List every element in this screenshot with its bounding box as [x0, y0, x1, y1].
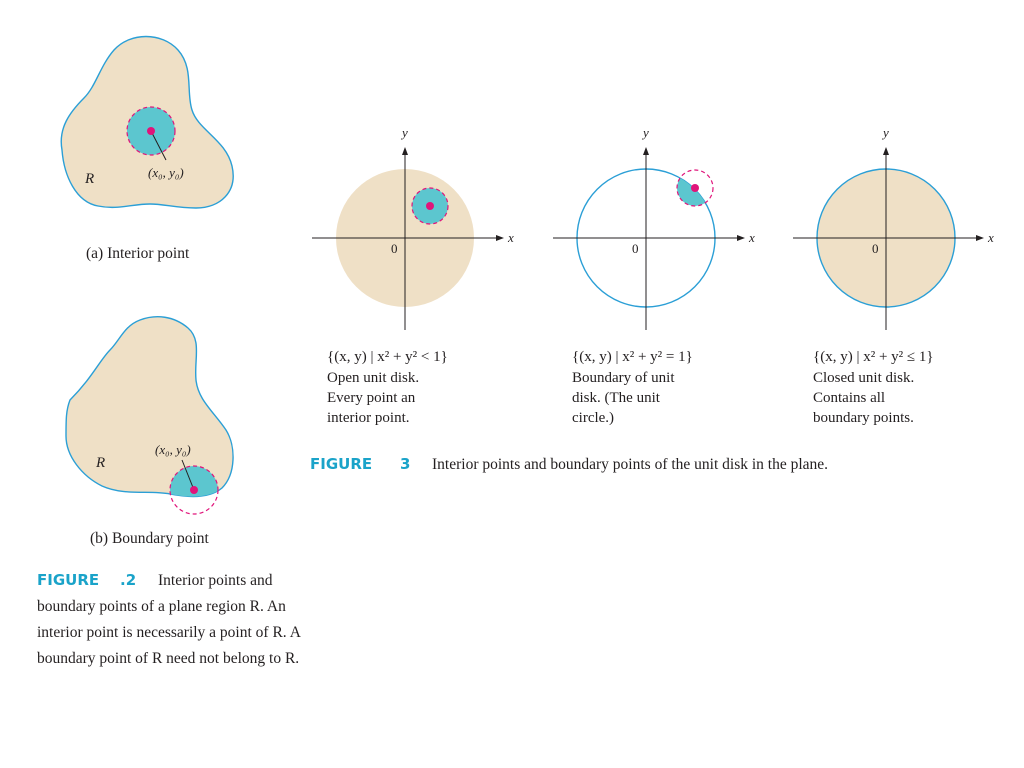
figure2-caption-line-2: boundary points of a plane region R. An: [37, 598, 286, 615]
desc-3-line-3: boundary points.: [813, 410, 914, 426]
neighborhood-circle-b: [169, 465, 219, 515]
radius-line-a: [150, 130, 167, 161]
set-notation-1: {(x, y) | x² + y² < 1}: [327, 349, 448, 365]
figure3-caption-text: Interior points and boundary points of t…: [432, 456, 828, 473]
point-label-a: (x₀, y₀): [148, 165, 184, 180]
y-axis-arrow-3: [883, 147, 889, 155]
desc-1-line-3: interior point.: [327, 410, 410, 426]
neighborhood-circle-3b: [676, 169, 714, 207]
desc-2-line-3: circle.): [572, 410, 614, 426]
panel-a-caption: (a) Interior point: [86, 245, 190, 262]
figure3-label: FIGURE: [310, 455, 372, 473]
figure2-number: .2: [120, 571, 136, 589]
closed-unit-disk-panel: x y 0 {(x, y) | x² + y² ≤ 1} Closed unit…: [793, 125, 994, 426]
panel-b-caption: (b) Boundary point: [90, 530, 210, 547]
y-axis-arrow-2: [643, 147, 649, 155]
origin-label-3: 0: [872, 241, 879, 256]
radius-line-b: [181, 459, 195, 491]
region-r-b: [65, 316, 234, 498]
origin-label-1: 0: [391, 241, 398, 256]
point-label-b: (x₀, y₀): [155, 442, 191, 457]
set-notation-3: {(x, y) | x² + y² ≤ 1}: [813, 349, 934, 365]
interior-point-3a: [426, 202, 434, 210]
boundary-point-b: [190, 486, 198, 494]
panel-b-boundary-point: R (x₀, y₀) (b) Boundary point: [65, 316, 234, 547]
desc-2-line-2: disk. (The unit: [572, 390, 661, 406]
origin-label-2: 0: [632, 241, 639, 256]
y-axis-arrow-1: [402, 147, 408, 155]
x-label-3: x: [987, 230, 994, 245]
x-axis-arrow-3: [976, 235, 984, 241]
boundary-point-3b: [691, 184, 699, 192]
y-label-1: y: [400, 125, 408, 140]
desc-3-line-1: Closed unit disk.: [813, 370, 914, 386]
figure2-caption-line-1: Interior points and: [158, 572, 273, 589]
y-label-2: y: [641, 125, 649, 140]
x-label-1: x: [507, 230, 514, 245]
figure2-caption: FIGURE .2 Interior points and boundary p…: [37, 571, 302, 667]
desc-2-line-1: Boundary of unit: [572, 370, 675, 386]
x-axis-arrow-2: [737, 235, 745, 241]
desc-1-line-1: Open unit disk.: [327, 370, 419, 386]
unit-circle-panel: x y 0 {(x, y) | x² + y² = 1} Boundary of…: [553, 125, 755, 426]
region-label-b: R: [95, 455, 105, 471]
set-notation-2: {(x, y) | x² + y² = 1}: [572, 349, 693, 365]
region-label-a: R: [84, 171, 94, 187]
x-axis-arrow-1: [496, 235, 504, 241]
figure2-label: FIGURE: [37, 571, 99, 589]
figure3-number: 3: [400, 455, 410, 473]
figure2-caption-line-4: boundary point of R need not belong to R…: [37, 650, 299, 667]
panel-a-interior-point: R (x₀, y₀) (a) Interior point: [60, 35, 234, 262]
figure2-caption-line-3: interior point is necessarily a point of…: [37, 624, 302, 641]
figure3-caption: FIGURE 3 Interior points and boundary po…: [310, 455, 828, 473]
open-unit-disk-panel: x y 0 {(x, y) | x² + y² < 1} Open unit d…: [312, 125, 514, 426]
x-label-2: x: [748, 230, 755, 245]
interior-point-a: [147, 127, 155, 135]
desc-1-line-2: Every point an: [327, 390, 416, 406]
desc-3-line-2: Contains all: [813, 390, 885, 406]
y-label-3: y: [881, 125, 889, 140]
